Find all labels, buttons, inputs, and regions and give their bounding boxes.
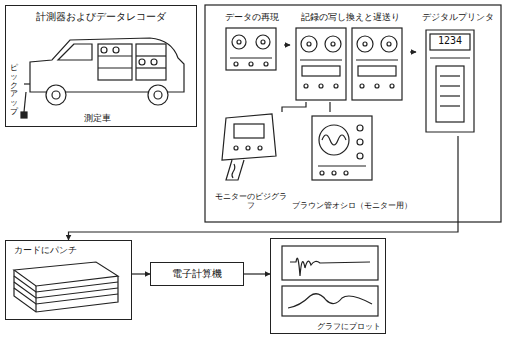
- process-box: 電子計算機: [150, 262, 244, 286]
- plot-graphs: [282, 246, 378, 316]
- node-label: デジタルプリンタ: [416, 12, 500, 22]
- connector: [244, 273, 270, 274]
- node-label: 電子計算機: [151, 263, 243, 285]
- connector: [132, 273, 150, 274]
- vertical-label: ピックアップ: [10, 64, 18, 117]
- node-label: モニターのビジグラフ: [212, 192, 290, 210]
- digital-printer: [426, 30, 474, 132]
- copy-tape-decks: [296, 28, 402, 100]
- connector: [329, 102, 330, 112]
- visigraph-recorder: [222, 114, 276, 180]
- connector: [69, 136, 459, 240]
- equipment-frame: [205, 5, 501, 222]
- device-group: 記録の写し換えと遅送り: [290, 12, 410, 102]
- tape-recorder: [226, 28, 276, 70]
- device-group: データの再現: [220, 12, 284, 72]
- recorder-car-box: 計測器およびデータレコーダ測定車 ピックアップ: [5, 5, 197, 127]
- connector: [282, 102, 306, 112]
- printer-box: デジタルプリンタ 1234: [416, 12, 500, 136]
- process-box: カードにパンチ: [5, 240, 132, 320]
- node-label: グラフにプロット: [317, 322, 381, 331]
- oscilloscope: [312, 116, 372, 180]
- node-label: ブラウン管オシロ（モニター用）: [290, 201, 414, 210]
- node-label: 1234: [430, 35, 470, 47]
- monitor-device: モニターのビジグラフ: [212, 112, 290, 212]
- node-label: 記録の写し換えと遅送り: [290, 12, 410, 22]
- measuring-car: [21, 38, 184, 118]
- node-label: カードにパンチ: [6, 241, 131, 255]
- node-label: 測定車: [84, 113, 111, 123]
- monitor-device: ブラウン管オシロ（モニター用）: [290, 112, 414, 212]
- punched-cards: [14, 262, 118, 312]
- node-label: 計測器およびデータレコーダ: [6, 6, 196, 23]
- connector: [410, 51, 416, 52]
- connector: [284, 44, 290, 45]
- output-box: グラフにプロット: [270, 238, 386, 334]
- node-label: データの再現: [220, 12, 284, 22]
